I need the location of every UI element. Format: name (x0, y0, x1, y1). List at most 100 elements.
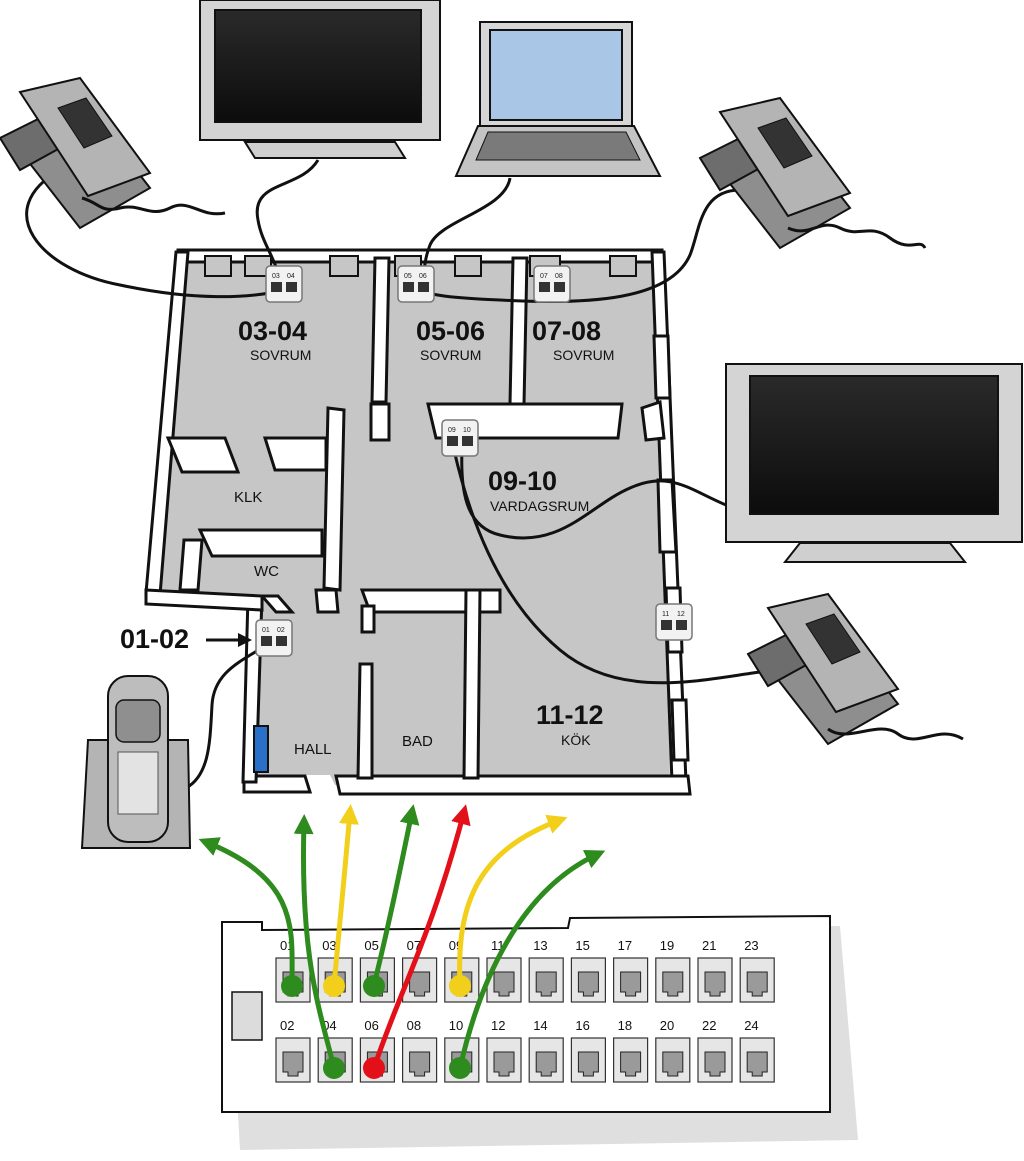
cable-yellow-09 (457, 814, 568, 988)
port-label-03: 03 (322, 938, 336, 953)
port-label-15: 15 (575, 938, 589, 953)
plug-green-10[interactable] (449, 1057, 471, 1079)
panel-port-socket-02 (282, 1051, 304, 1077)
plug-green-04[interactable] (323, 1057, 345, 1079)
room-number-0304: 03-04 (238, 316, 307, 346)
port-label-21: 21 (702, 938, 716, 953)
panel-port-socket-08 (409, 1051, 431, 1077)
wall-jack-0304-right: 04 (287, 273, 295, 280)
desk-phone-icon-lower (746, 592, 964, 746)
panel-port-socket-21 (704, 971, 726, 997)
port-label-24: 24 (744, 1018, 758, 1033)
cable-green-05 (371, 804, 420, 988)
room-number-0910: 09-10 (488, 466, 557, 496)
room-name-0304: SOVRUM (250, 347, 311, 363)
room-wc: WC (254, 563, 279, 580)
cordless-phone-icon (80, 675, 192, 849)
tv-icon-right (725, 363, 1023, 563)
wall-jack-1112[interactable]: 11 12 (655, 603, 693, 641)
wall-jack-0102-right: 02 (277, 627, 285, 634)
panel-port-socket-22 (704, 1051, 726, 1077)
panel-port-socket-18 (620, 1051, 642, 1077)
plug-red-06[interactable] (363, 1057, 385, 1079)
plug-green-05[interactable] (363, 975, 385, 997)
laptop-icon (454, 21, 662, 177)
cable-green-01 (198, 837, 295, 988)
panel-port-socket-19 (662, 971, 684, 997)
wall-jack-0708-left: 07 (540, 273, 548, 280)
panel-port-socket-24 (746, 1051, 768, 1077)
room-number-0708: 07-08 (532, 316, 601, 346)
room-number-1112: 11-12 (536, 700, 604, 730)
room-name-0708: SOVRUM (553, 347, 614, 363)
port-label-18: 18 (618, 1018, 632, 1033)
wall-jack-0102-left: 01 (262, 627, 270, 634)
wall-jack-0910-left: 09 (448, 427, 456, 434)
port-label-19: 19 (660, 938, 674, 953)
panel-port-socket-11 (493, 971, 515, 997)
wall-jack-0506-left: 05 (404, 273, 412, 280)
room-name-0506: SOVRUM (420, 347, 481, 363)
port-label-05: 05 (364, 938, 378, 953)
desk-phone-icon-right (698, 96, 927, 250)
port-label-08: 08 (407, 1018, 421, 1033)
wall-jack-0910-right: 10 (463, 427, 471, 434)
plug-yellow-09[interactable] (449, 975, 471, 997)
room-hall: HALL (294, 741, 332, 758)
port-label-10: 10 (449, 1018, 463, 1033)
port-label-17: 17 (618, 938, 632, 953)
port-label-14: 14 (533, 1018, 547, 1033)
wall-jack-0506-right: 06 (419, 273, 427, 280)
port-label-02: 02 (280, 1018, 294, 1033)
patch-plugs (281, 975, 471, 1079)
room-number-0506: 05-06 (416, 316, 485, 346)
port-label-06: 06 (364, 1018, 378, 1033)
port-label-16: 16 (575, 1018, 589, 1033)
wall-jack-0506[interactable]: 05 06 (397, 265, 435, 303)
wall-jacks: 03 04 05 06 07 08 09 10 11 (255, 265, 693, 657)
wall-jack-1112-right: 12 (677, 611, 685, 618)
room-name-0910: VARDAGSRUM (490, 498, 589, 514)
wall-jack-0304-left: 03 (272, 273, 280, 280)
plug-green-01[interactable] (281, 975, 303, 997)
plug-yellow-03[interactable] (323, 975, 345, 997)
panel-port-socket-14 (535, 1051, 557, 1077)
port-label-12: 12 (491, 1018, 505, 1033)
panel-port-socket-07 (409, 971, 431, 997)
wall-jack-0102[interactable]: 01 02 (255, 619, 293, 657)
panel-port-socket-16 (577, 1051, 599, 1077)
port-label-13: 13 (533, 938, 547, 953)
wall-jack-0304[interactable]: 03 04 (265, 265, 303, 303)
port-label-20: 20 (660, 1018, 674, 1033)
port-label-22: 22 (702, 1018, 716, 1033)
entry-jack-arrow (206, 633, 252, 647)
panel-side-port[interactable] (231, 991, 263, 1041)
fuse-box (253, 725, 269, 773)
room-klk: KLK (234, 489, 262, 506)
window-notches (204, 255, 637, 277)
panel-port-socket-15 (577, 971, 599, 997)
panel-port-socket-23 (746, 971, 768, 997)
panel-port-socket-20 (662, 1051, 684, 1077)
desk-phone-icon (0, 76, 226, 230)
wall-jack-1112-left: 11 (662, 611, 669, 618)
patch-cables (198, 804, 606, 1071)
panel-port-socket-12 (493, 1051, 515, 1077)
panel-port-socket-13 (535, 971, 557, 997)
cable-yellow-03 (331, 804, 359, 988)
wall-jack-0910[interactable]: 09 10 (441, 419, 479, 457)
room-labels: 03-04 SOVRUM 05-06 SOVRUM 07-08 SOVRUM 0… (120, 316, 614, 758)
panel-port-socket-17 (620, 971, 642, 997)
room-name-1112: KÖK (561, 731, 591, 748)
cable-green-04 (293, 814, 337, 1071)
entry-jack-label: 01-02 (120, 624, 189, 654)
tv-icon-top (199, 0, 441, 159)
port-label-23: 23 (744, 938, 758, 953)
wall-jack-0708[interactable]: 07 08 (533, 265, 571, 303)
cable-green-10 (457, 849, 606, 1071)
cable-red-06 (371, 804, 471, 1071)
wall-jack-0708-right: 08 (555, 273, 563, 280)
